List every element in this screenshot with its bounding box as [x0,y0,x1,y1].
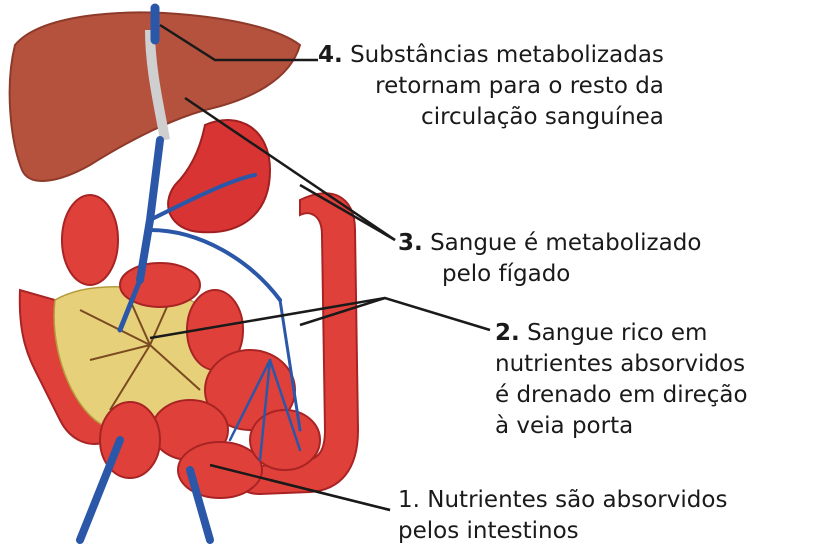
label-step-4-number: 4. [318,42,343,68]
label-step-2-number: 2. [495,320,520,346]
label-step-1-line-2: pelos intestinos [398,516,727,547]
label-step-3-line-2: pelo fígado [398,259,701,290]
label-step-4-line-1: Substâncias metabolizadas [350,42,664,68]
label-step-4: 4. Substâncias metabolizadas retornam pa… [318,40,664,133]
label-step-4-line-2: retornam para o resto da [318,71,664,102]
label-step-4-line-3: circulação sanguínea [318,102,664,133]
label-step-3-line-1: Sangue é metabolizado [430,230,701,256]
label-step-2: 2. Sangue rico em nutrientes absorvidos … [495,318,748,442]
label-step-2-line-2: nutrientes absorvidos [495,349,748,380]
label-step-1-number: 1. [398,487,420,513]
label-step-3: 3. Sangue é metabolizado pelo fígado [398,228,701,290]
label-step-2-line-3: é drenado em direção [495,380,748,411]
label-step-1-line-1: Nutrientes são absorvidos [427,487,727,513]
label-step-1: 1. Nutrientes são absorvidos pelos intes… [398,485,727,547]
label-step-3-number: 3. [398,230,423,256]
label-step-2-line-4: à veia porta [495,411,748,442]
label-step-2-line-1: Sangue rico em [527,320,707,346]
